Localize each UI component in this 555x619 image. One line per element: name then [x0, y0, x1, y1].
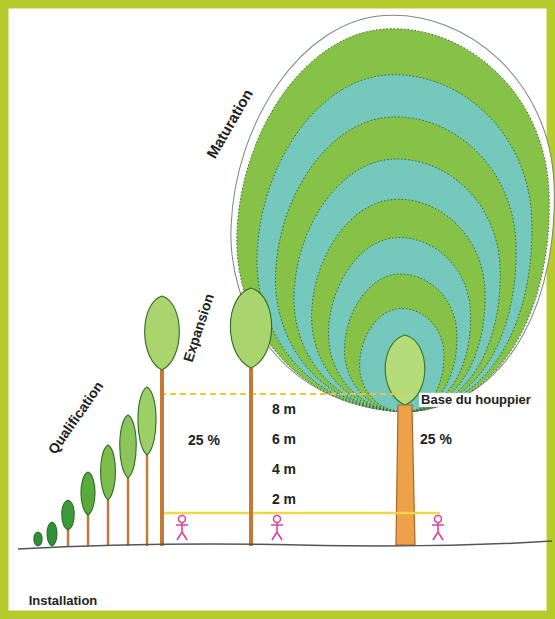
tree-trunk: [107, 500, 110, 546]
tree-trunk: [67, 530, 70, 546]
person-figure: [271, 516, 283, 541]
tree-crown: [120, 415, 137, 478]
stage-label: Qualification: [45, 379, 106, 457]
growth-ring: [294, 159, 500, 412]
growth-ring: [312, 199, 485, 412]
person-body: [176, 523, 188, 540]
growth-ring: [344, 274, 456, 412]
tree-crown: [145, 296, 180, 370]
stage-label: Installation: [29, 594, 98, 608]
growth-ring: [237, 29, 549, 412]
growth-ring: [257, 75, 532, 412]
growth-ring: [275, 117, 516, 412]
ground-line: [18, 541, 552, 549]
height-label: 8 m: [272, 402, 296, 417]
tree-trunk: [87, 515, 90, 546]
height-label: 2 m: [272, 492, 296, 507]
growth-ring: [328, 238, 470, 412]
crown-base-line: [160, 393, 404, 395]
tree-crown: [62, 500, 74, 530]
tree-trunk: [127, 478, 130, 546]
tree-crown: [101, 445, 116, 500]
crown-base-label: Base du houppier: [419, 393, 533, 407]
tree-crown: [138, 387, 156, 455]
trunk: [396, 405, 415, 545]
crown-rings: [231, 15, 554, 412]
stage-label: Expansion: [181, 292, 218, 364]
person-head: [179, 516, 186, 523]
height-label: 6 m: [272, 432, 296, 447]
person-head: [435, 516, 442, 523]
tree-crown: [230, 288, 271, 368]
tree-trunk: [146, 455, 149, 546]
tree-trunk: [249, 368, 253, 546]
tree-crown: [47, 522, 57, 546]
young-trees: [34, 288, 272, 546]
tree-crown: [81, 472, 95, 515]
crown-outline: [231, 15, 554, 412]
percent-label: 25 %: [188, 433, 220, 448]
height-label: 4 m: [272, 462, 296, 477]
person-body: [271, 523, 283, 540]
height-line: [160, 512, 440, 515]
tree-crown: [34, 532, 42, 546]
percent-label: 25 %: [420, 432, 452, 447]
person-figure: [432, 516, 444, 541]
person-head: [274, 516, 281, 523]
tree-trunk: [160, 370, 164, 546]
person-figure: [176, 516, 188, 541]
person-body: [432, 523, 444, 540]
